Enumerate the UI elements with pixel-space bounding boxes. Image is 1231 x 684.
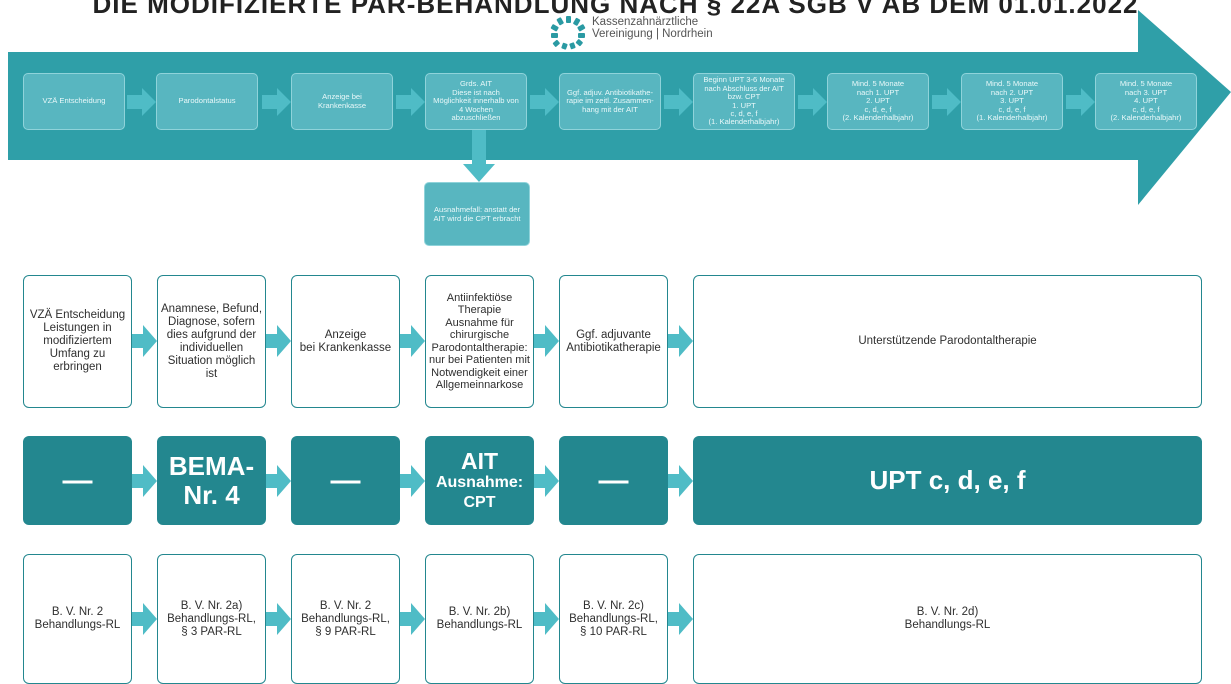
- process-step-2: Parodontalstatus: [156, 73, 258, 130]
- process-step-3: Anzeige bei Krankenkasse: [291, 73, 393, 130]
- service-box-6: Unterstützende Parodontaltherapie: [693, 275, 1202, 408]
- band-arrow-1: [127, 88, 156, 116]
- service-box-4: Antiinfektiöse Therapie Ausnahme für chi…: [425, 275, 534, 408]
- process-step-4: Grds. AIT Diese ist nach Möglichkeit inn…: [425, 73, 527, 130]
- kzv-logo: Kassenzahnärztliche Vereinigung | Nordrh…: [548, 14, 748, 52]
- exception-box: Ausnahmefall: anstatt der AIT wird die C…: [424, 182, 530, 246]
- process-step-1: VZÄ Entscheidung: [23, 73, 125, 130]
- fee-box-1: —: [23, 436, 132, 525]
- rule-box-2: B. V. Nr. 2a) Behandlungs-RL, § 3 PAR-RL: [157, 554, 266, 684]
- process-step-5: Ggf. adjuv. Antibiotikathe- rapie im zei…: [559, 73, 661, 130]
- band-arrow-4: [530, 88, 559, 116]
- rule-box-5: B. V. Nr. 2c) Behandlungs-RL, § 10 PAR-R…: [559, 554, 668, 684]
- process-step-6: Beginn UPT 3-6 Monate nach Abschluss der…: [693, 73, 795, 130]
- fee-cpt-label: Ausnahme: CPT: [435, 473, 524, 511]
- band-arrow-3: [396, 88, 425, 116]
- row-arrows: [131, 325, 693, 635]
- band-arrows: [127, 88, 1095, 116]
- fee-box-2: BEMA- Nr. 4: [157, 436, 266, 525]
- rule-box-4: B. V. Nr. 2b) Behandlungs-RL: [425, 554, 534, 684]
- logo-line-2: Vereinigung | Nordrhein: [592, 28, 713, 40]
- band-arrow-7: [932, 88, 961, 116]
- band-arrow-5: [664, 88, 693, 116]
- fee-box-4: AIT Ausnahme: CPT: [425, 436, 534, 525]
- logo-line-1: Kassenzahnärztliche: [592, 16, 699, 28]
- service-box-5: Ggf. adjuvante Antibiotikatherapie: [559, 275, 668, 408]
- band-arrow-6: [798, 88, 827, 116]
- rule-box-6: B. V. Nr. 2d) Behandlungs-RL: [693, 554, 1202, 684]
- fee-ait-label: AIT: [460, 447, 499, 474]
- page-title: DIE MODIFIZIERTE PAR-BEHANDLUNG NACH § 2…: [92, 0, 1139, 19]
- down-arrow: [463, 130, 495, 182]
- fee-box-3: —: [291, 436, 400, 525]
- band-arrow-2: [262, 88, 291, 116]
- process-step-7: Mind. 5 Monate nach 1. UPT 2. UPT c, d, …: [827, 73, 929, 130]
- fee-box-5: —: [559, 436, 668, 525]
- process-step-8: Mind. 5 Monate nach 2. UPT 3. UPT c, d, …: [961, 73, 1063, 130]
- service-box-1: VZÄ Entscheidung Leistungen in modifizie…: [23, 275, 132, 408]
- fee-box-6: UPT c, d, e, f: [693, 436, 1202, 525]
- band-arrow-8: [1066, 88, 1095, 116]
- logo-mark-icon: [550, 16, 586, 50]
- service-box-2: Anamnese, Befund, Diagnose, sofern dies …: [157, 275, 266, 408]
- rule-box-1: B. V. Nr. 2 Behandlungs-RL: [23, 554, 132, 684]
- process-step-9: Mind. 5 Monate nach 3. UPT 4. UPT c, d, …: [1095, 73, 1197, 130]
- rule-box-3: B. V. Nr. 2 Behandlungs-RL, § 9 PAR-RL: [291, 554, 400, 684]
- service-box-3: Anzeige bei Krankenkasse: [291, 275, 400, 408]
